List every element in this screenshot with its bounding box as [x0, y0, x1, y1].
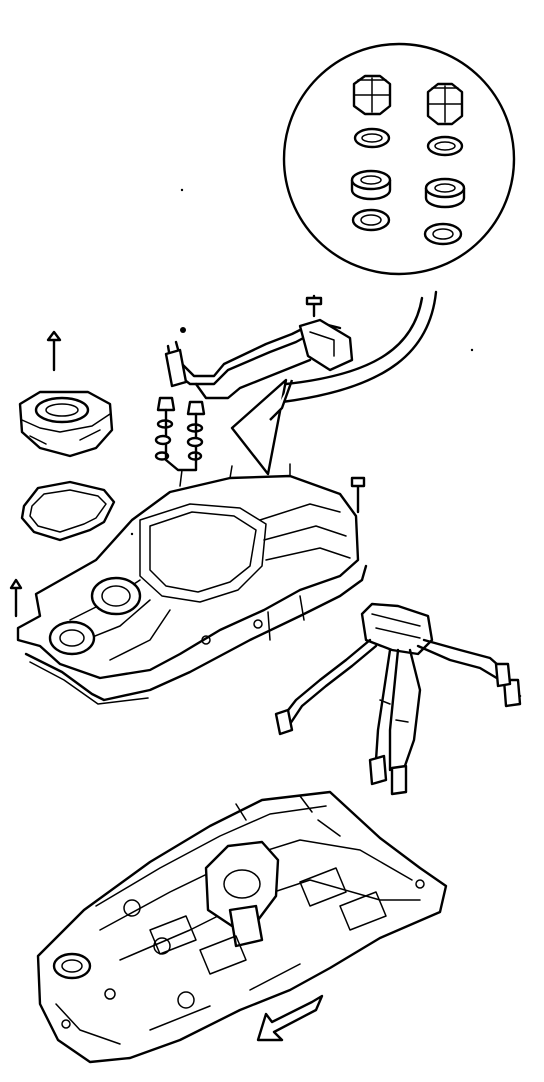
upper-intake-manifold	[16, 463, 360, 680]
injector-o-ring	[154, 434, 172, 446]
injector-o-ring	[424, 177, 466, 209]
bolt-icon	[9, 578, 23, 618]
lower-intake-manifold	[36, 790, 448, 1064]
injector-o-ring	[187, 451, 203, 461]
injector-o-ring	[426, 135, 464, 157]
bolt-icon	[350, 476, 366, 514]
throttle-body-gasket	[20, 480, 116, 542]
callout-arrow-icon	[230, 290, 438, 476]
speck	[470, 348, 474, 352]
injector-o-ring	[360, 214, 382, 226]
detail-callout	[282, 42, 516, 276]
injector-o-ring	[186, 436, 204, 448]
fuel-injector-body	[352, 74, 392, 116]
injector-o-ring	[350, 169, 392, 201]
injector-o-ring	[351, 208, 391, 232]
injector-o-ring	[432, 228, 454, 240]
speck	[130, 532, 134, 536]
injector-o-ring	[353, 127, 391, 149]
throttle-body	[18, 330, 114, 458]
intake-manifold-gasket	[24, 564, 368, 705]
injector-o-ring	[434, 141, 456, 151]
speck	[180, 188, 184, 192]
injector-o-ring	[154, 451, 170, 461]
fuel-injector-body	[156, 396, 206, 472]
injector-o-ring	[423, 222, 463, 246]
fuel-rail	[164, 294, 354, 400]
reference-arrow-icon	[256, 994, 324, 1042]
injector-o-ring	[186, 423, 204, 433]
injector-o-ring	[361, 133, 383, 143]
fuel-injector-body	[426, 82, 464, 126]
fuel-injector-wiring-harness	[274, 602, 522, 796]
injector-o-ring	[156, 419, 174, 429]
detail-callout-circle	[282, 42, 516, 276]
